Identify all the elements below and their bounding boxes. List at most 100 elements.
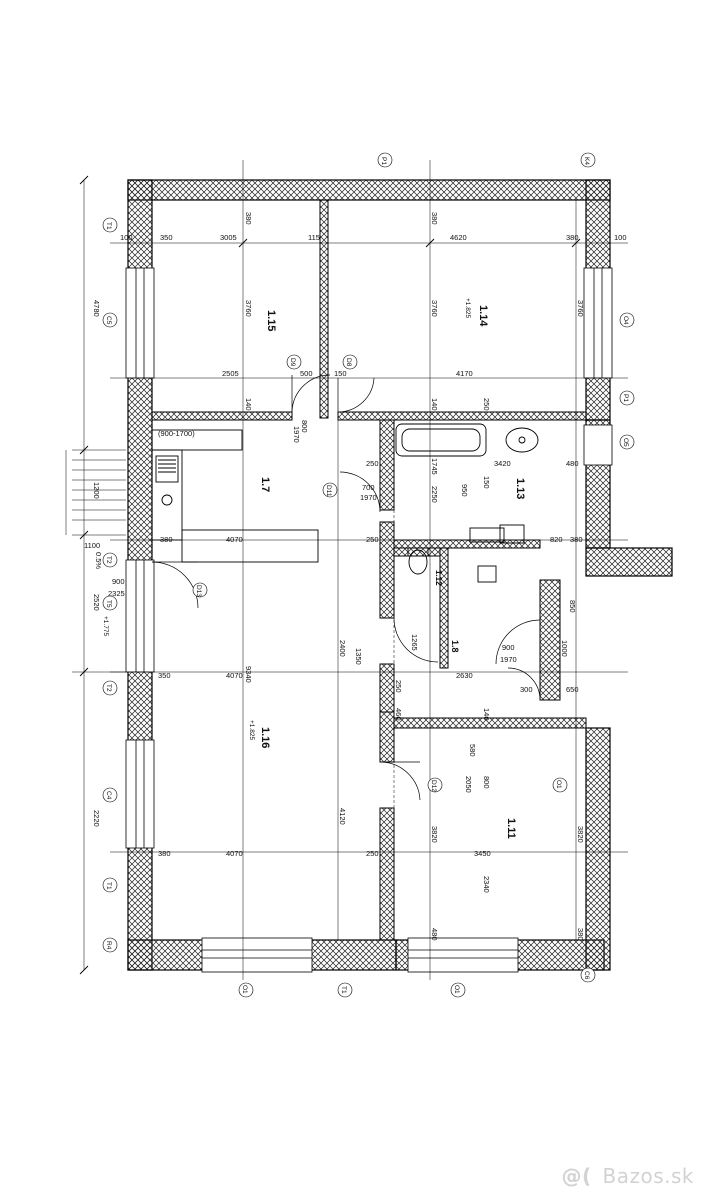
dimension-label: 380	[576, 928, 585, 941]
axis-tag-label: C6	[583, 971, 590, 980]
dimension-label: 3820	[576, 826, 585, 843]
axis-tag-label: R4	[105, 941, 112, 950]
dimension-label: 100	[614, 233, 627, 242]
dimension-label: 2400	[338, 640, 347, 657]
dimension-label: 700	[362, 483, 375, 492]
dimension-label: 1970	[292, 426, 301, 443]
dimension-label: 350	[160, 233, 173, 242]
dimension-label: 150	[482, 476, 491, 489]
dimension-label: 1970	[360, 493, 377, 502]
axis-tag-label: O5	[622, 438, 629, 447]
dimension-label: 850	[568, 600, 577, 613]
room-1-11-label: 1.11	[505, 818, 517, 839]
dimension-label: 2520	[92, 594, 101, 611]
dimension-label: +1.775	[102, 616, 109, 636]
dimension-label: 460	[394, 708, 403, 721]
axis-tag-label: O4	[622, 316, 629, 325]
axis-tag-label: T1	[105, 882, 112, 890]
dimension-label: 4070	[226, 535, 243, 544]
dimension-label: 380	[160, 535, 173, 544]
axis-tag-texts: T1 C5 T2 T5 T2 C4 T1 R4 P1 K4 O4 P1 O5 D…	[105, 157, 629, 994]
dimension-label: 4170	[456, 369, 473, 378]
dimension-label: 480	[430, 928, 439, 941]
dimension-label: 4070	[226, 671, 243, 680]
dimension-label: 900	[112, 577, 125, 586]
dimension-label: 1200	[92, 482, 101, 499]
dimension-label: 140	[430, 398, 439, 411]
axis-tag-label: D13	[195, 585, 202, 597]
dimension-label: 4120	[338, 808, 347, 825]
watermark: @( Bazos.sk	[562, 1164, 695, 1188]
dimension-label: 250	[366, 459, 379, 468]
dimension-label: 2325	[108, 589, 125, 598]
room-1-14-label: 1.14	[477, 305, 489, 327]
room-1-16-label: 1.16	[259, 727, 271, 748]
dimension-label: 300	[520, 685, 533, 694]
dimension-label: 1100	[84, 541, 100, 550]
axis-tag-label: D11	[325, 485, 332, 497]
dimension-label: 380	[570, 535, 583, 544]
dimension-label: 380	[158, 849, 171, 858]
interior-walls	[151, 199, 587, 941]
axis-tag-label: O1	[555, 780, 562, 789]
dimension-label: 3420	[494, 459, 511, 468]
axis-tag-label: C4	[105, 791, 112, 800]
dimension-label: 3760	[430, 300, 439, 317]
windows	[125, 267, 613, 973]
axis-tag-label: O1	[241, 985, 248, 994]
dimension-label: 820	[550, 535, 563, 544]
room-1-7-label: 1.7	[259, 477, 271, 492]
dimension-label: 2340	[482, 876, 491, 893]
dimension-label: 800	[482, 776, 491, 789]
axis-tag-label: D8	[345, 358, 352, 367]
kitchen-note: (900-1700)	[158, 429, 195, 438]
dimension-label: 380	[566, 233, 579, 242]
dimension-label: 2220	[92, 810, 101, 827]
dimension-label: 3005	[220, 233, 237, 242]
dimension-label: 9340	[244, 666, 253, 683]
dimension-label: 4780	[92, 300, 101, 317]
dimension-label: 580	[468, 744, 477, 757]
room-1-8-label: 1.8	[450, 640, 460, 653]
fixtures	[151, 423, 539, 583]
dimension-label: 115	[308, 233, 320, 242]
dimension-label: 380	[244, 212, 253, 225]
dimension-label: 100	[120, 233, 133, 242]
dimension-label: 140	[482, 708, 491, 721]
dimension-label: 2050	[464, 776, 473, 793]
slope-note: 0.5%	[94, 552, 103, 569]
dimension-label: 3760	[244, 300, 253, 317]
dimension-label: 800	[300, 420, 309, 433]
room-1-13-label: 1.13	[514, 478, 526, 499]
axis-tag-label: K4	[583, 157, 590, 165]
room-1-15-label: 1.15	[265, 310, 277, 331]
dimension-label: 3820	[430, 826, 439, 843]
door-swings	[151, 374, 541, 801]
axis-tag-label: T1	[105, 222, 112, 230]
dimension-label: 350	[158, 671, 171, 680]
room-1-12-label: 1.12	[434, 570, 443, 586]
axis-tag-label: T5	[105, 600, 112, 608]
dimension-label: 250	[482, 398, 491, 411]
dimension-label: 1745	[430, 458, 439, 475]
axis-tag-label: D9	[289, 358, 296, 367]
watermark-text: Bazos.sk	[602, 1164, 694, 1188]
dimension-texts: 100 350 3005 115 4620 380 100 2505 500 1…	[84, 212, 627, 941]
dimension-label: 500	[300, 369, 313, 378]
dimension-label: 150	[334, 369, 347, 378]
dimension-label: 1350	[354, 648, 363, 665]
dimension-label: 1970	[500, 655, 517, 664]
axis-tag-label: T1	[340, 986, 347, 994]
dimension-label: 2630	[456, 671, 473, 680]
dimension-label: 2250	[430, 486, 439, 503]
dimension-label: 3760	[576, 300, 585, 317]
dimension-label: 650	[566, 685, 579, 694]
dimension-label: 2505	[222, 369, 239, 378]
dimension-label: 4620	[450, 233, 467, 242]
dimension-label: 950	[460, 484, 469, 497]
dimension-lines	[65, 160, 628, 980]
axis-tags	[102, 152, 635, 998]
axis-tag-label: T2	[105, 556, 112, 564]
dimension-label: 250	[366, 849, 379, 858]
